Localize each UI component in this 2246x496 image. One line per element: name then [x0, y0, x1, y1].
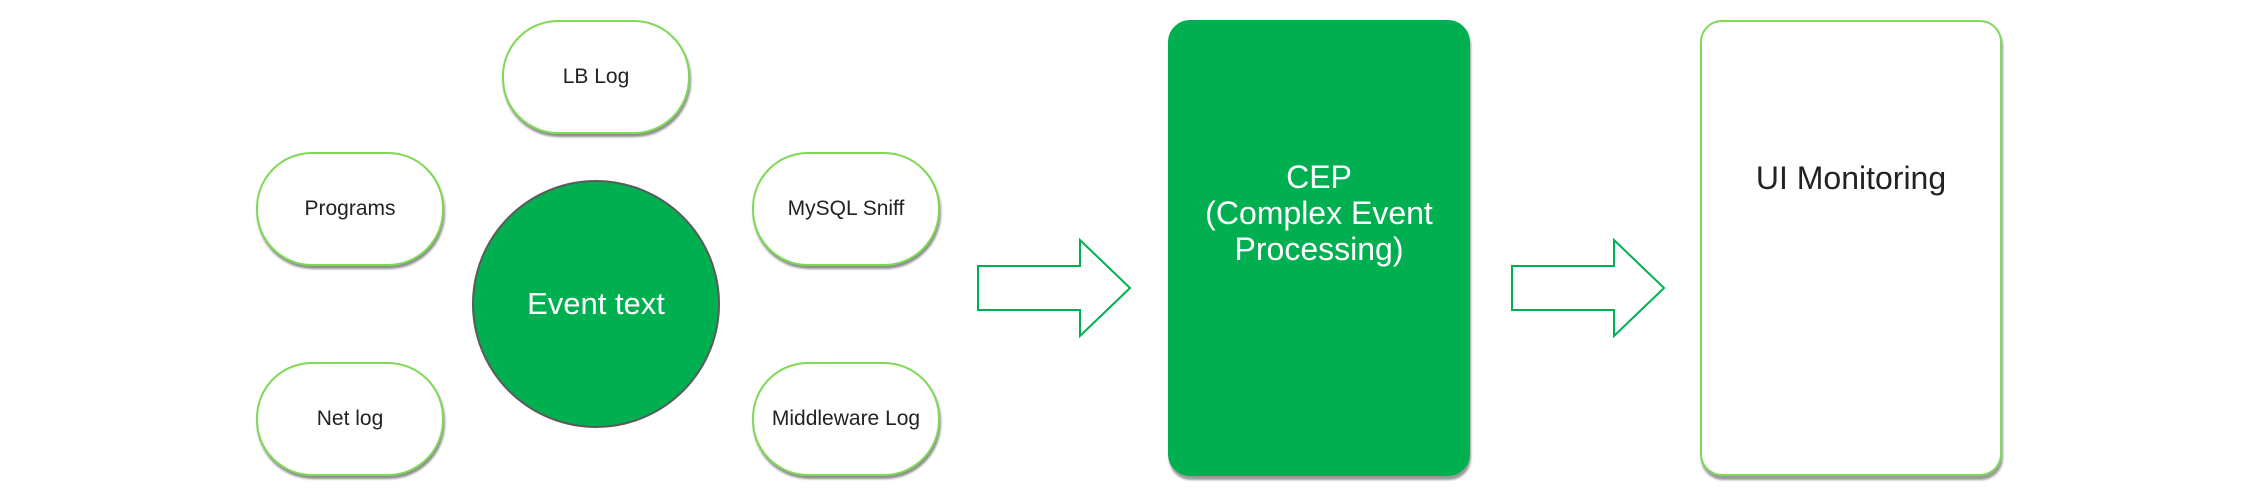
lb-log-label: LB Log: [562, 65, 630, 88]
middleware-log-node: Middleware Log: [752, 362, 940, 476]
mysql-sniff-label: MySQL Sniff: [787, 197, 905, 220]
lb-log-node: LB Log: [502, 20, 690, 134]
mysql-sniff-node: MySQL Sniff: [752, 152, 940, 266]
arrow-right-icon: [977, 238, 1132, 338]
ui-monitoring-box: UI Monitoring: [1700, 20, 2002, 476]
net-log-node: Net log: [256, 362, 444, 476]
event-text-hub: Event text: [472, 180, 720, 428]
cep-box: CEP (Complex Event Processing): [1168, 20, 1470, 476]
programs-label: Programs: [304, 197, 396, 220]
cep-label: CEP (Complex Event Processing): [1205, 159, 1433, 267]
programs-node: Programs: [256, 152, 444, 266]
event-text-label: Event text: [527, 286, 665, 321]
arrow-right-icon: [1511, 238, 1666, 338]
net-log-label: Net log: [316, 407, 384, 430]
ui-monitoring-label: UI Monitoring: [1755, 159, 1947, 196]
middleware-log-label: Middleware Log: [771, 407, 921, 430]
